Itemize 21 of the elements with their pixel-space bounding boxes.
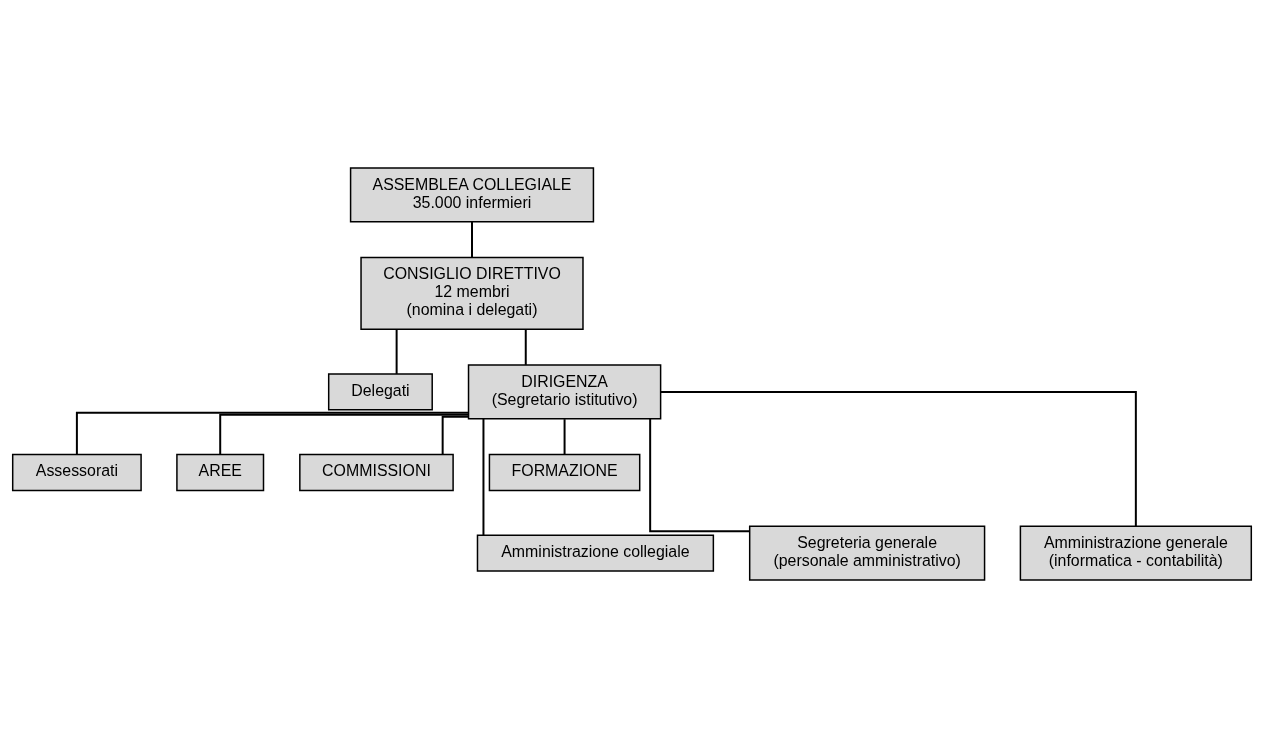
node-box: ASSEMBLEA COLLEGIALE 35.000 infermieri <box>349 166 595 222</box>
node-box: COMMISSIONI <box>299 453 454 491</box>
node-box: Amministrazione collegiale <box>476 534 715 572</box>
node-box: DIRIGENZA (Segretario istitutivo) <box>467 363 662 420</box>
node-box: FORMAZIONE <box>488 453 641 491</box>
connector <box>482 417 485 536</box>
node-box: Segreteria generale (personale amministrativo) <box>748 525 986 581</box>
connector <box>441 415 470 456</box>
connector <box>659 390 1137 527</box>
node-box: Assessorati <box>11 453 142 491</box>
node-box: CONSIGLIO DIRETTIVO 12 membri (nomina i delegati) <box>360 256 584 330</box>
node-box: AREE <box>176 453 265 491</box>
connector <box>649 417 751 532</box>
node-box: Amministrazione generale (informatica - contabilità) <box>1019 525 1253 581</box>
connector <box>75 411 470 456</box>
connector <box>563 417 566 455</box>
connector <box>524 327 527 366</box>
connector <box>471 220 473 258</box>
node-box: Delegati <box>327 372 433 411</box>
connector <box>219 413 470 456</box>
connector <box>395 327 398 375</box>
